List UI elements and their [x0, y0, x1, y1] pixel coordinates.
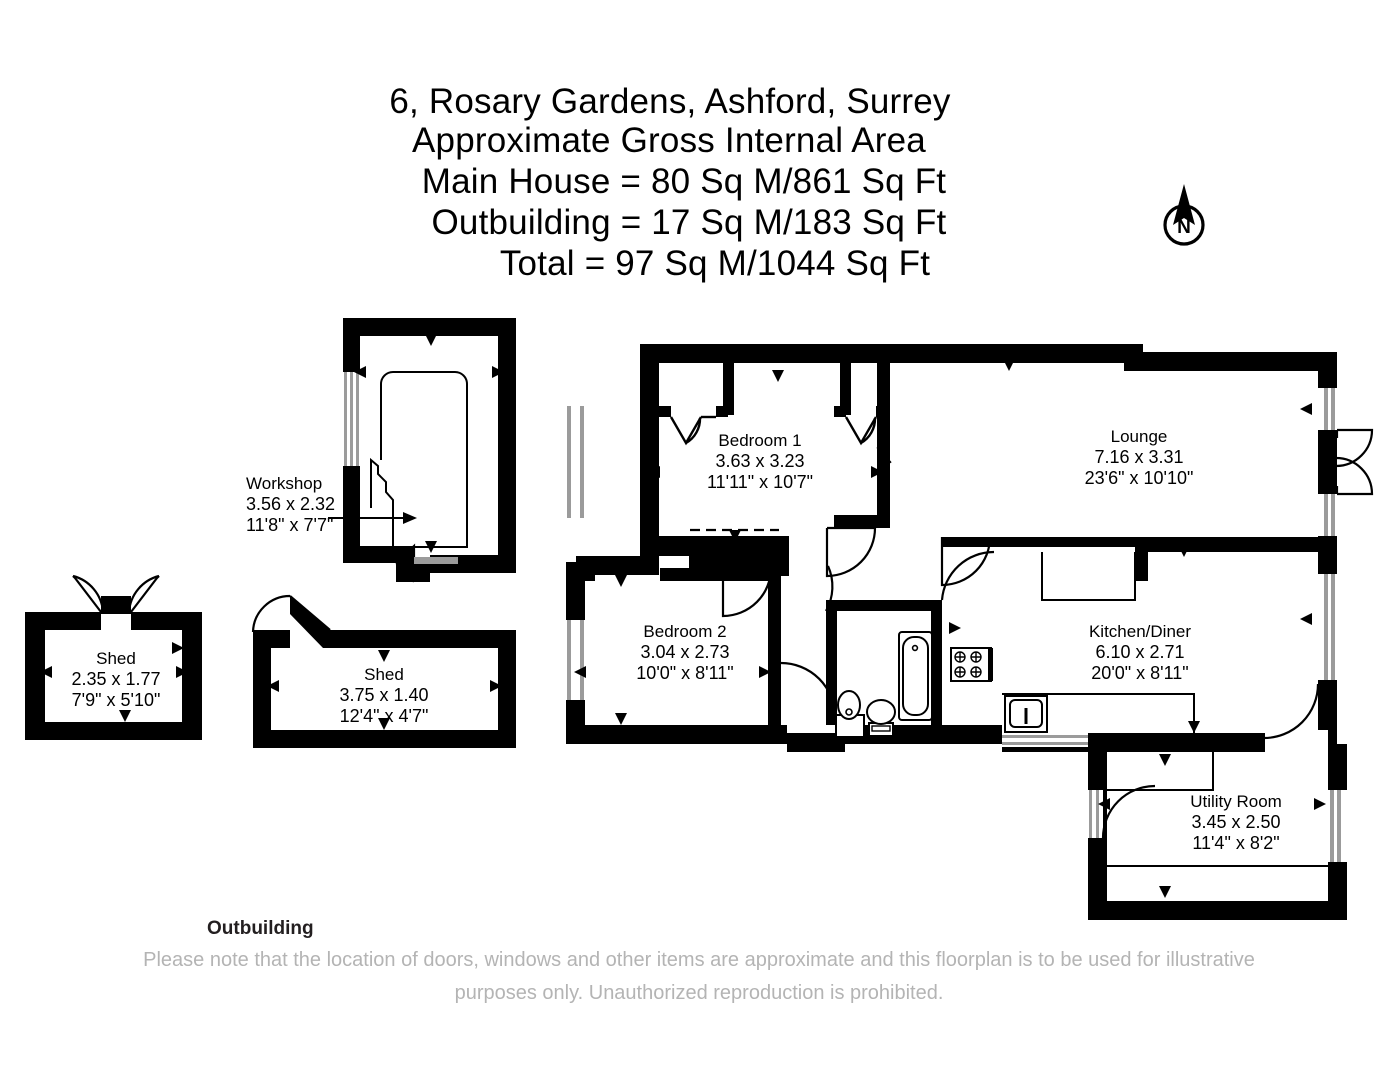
window-lounge-east-lower — [1318, 494, 1337, 536]
window-utility-east — [1328, 790, 1347, 862]
wall-wardrobe-edge-left — [659, 406, 671, 417]
door-swings-main-house — [721, 526, 1320, 839]
compass-north-icon: N — [1155, 180, 1215, 248]
wall-bathroom-east — [931, 600, 942, 725]
wall-bedroom1-south — [689, 536, 779, 556]
toilet — [866, 699, 896, 737]
wall-wardrobe-divider-2 — [840, 363, 851, 415]
workshop-group — [328, 318, 516, 583]
window-workshop-west — [343, 372, 361, 466]
dimension-arrows-shed2 — [267, 650, 502, 730]
kitchen-worktop-run — [1002, 693, 1195, 733]
lounge-built-in-unit — [1041, 552, 1136, 601]
door-hall-narrow — [875, 411, 892, 471]
disclaimer-text: Please note that the location of doors, … — [0, 944, 1398, 1010]
kitchen-fixtures — [950, 552, 1328, 867]
wardrobe-bifold-doors — [669, 415, 878, 446]
disclaimer-line-2: purposes only. Unauthorized reproduction… — [454, 982, 944, 1004]
wall-utility-north — [1088, 733, 1265, 752]
wall-lounge-kitchen-divider — [1135, 537, 1148, 581]
kitchen-sink — [1004, 695, 1048, 733]
outbuilding-caption: Outbuilding — [207, 918, 314, 939]
window-utility-west — [1088, 790, 1103, 838]
shed2-door — [251, 594, 331, 633]
wall-wardrobe-edge-mid — [716, 406, 728, 417]
disclaimer-line-1: Please note that the location of doors, … — [143, 949, 1255, 971]
wall-bedroom1-south-left — [659, 536, 689, 556]
window-lounge-east-upper — [1318, 388, 1337, 430]
wall-lounge-kitchen-band — [1148, 537, 1318, 552]
compass-label: N — [1177, 217, 1191, 238]
window-bedroom2-west — [566, 620, 585, 700]
shed2-floor — [271, 614, 498, 730]
shed1-floor — [45, 614, 182, 722]
wall-bedroom1-stub — [834, 515, 890, 528]
bathroom-fixtures — [835, 631, 933, 738]
workshop-floor — [360, 336, 498, 564]
shed1-double-doors — [72, 574, 160, 613]
workshop-interior-outline — [370, 371, 468, 548]
dimension-arrows-main — [574, 359, 1326, 898]
dimension-arrows-shed1 — [40, 642, 188, 722]
wall-bedroom2-east — [768, 576, 781, 725]
wall-wardrobe-edge-mid2 — [834, 406, 846, 417]
dimension-arrows-workshop — [354, 334, 504, 553]
kitchen-hob — [950, 647, 993, 682]
main-house-floor — [585, 363, 1328, 901]
wall-wardrobe-divider-1 — [723, 363, 734, 415]
window-bedroom1-west — [566, 406, 585, 518]
wall-bedroom2-north-stub — [660, 568, 781, 581]
window-kitchen-east — [1318, 574, 1337, 680]
utility-worktop — [1103, 752, 1214, 791]
basin-bowl — [837, 690, 861, 720]
wall-bedroom1-hall-partition — [877, 363, 890, 528]
shed2-group — [251, 594, 516, 748]
main-house-group — [566, 344, 1374, 920]
wall-bathroom-west — [826, 600, 837, 725]
french-doors-lounge-east — [1335, 428, 1374, 496]
wall-bathroom-north — [826, 600, 942, 611]
wall-hall-kitchen-band — [942, 537, 1135, 547]
shed1-group — [25, 574, 202, 740]
wall-bedroom1-south-right — [779, 536, 789, 576]
window-kitchen-south — [1002, 733, 1088, 747]
